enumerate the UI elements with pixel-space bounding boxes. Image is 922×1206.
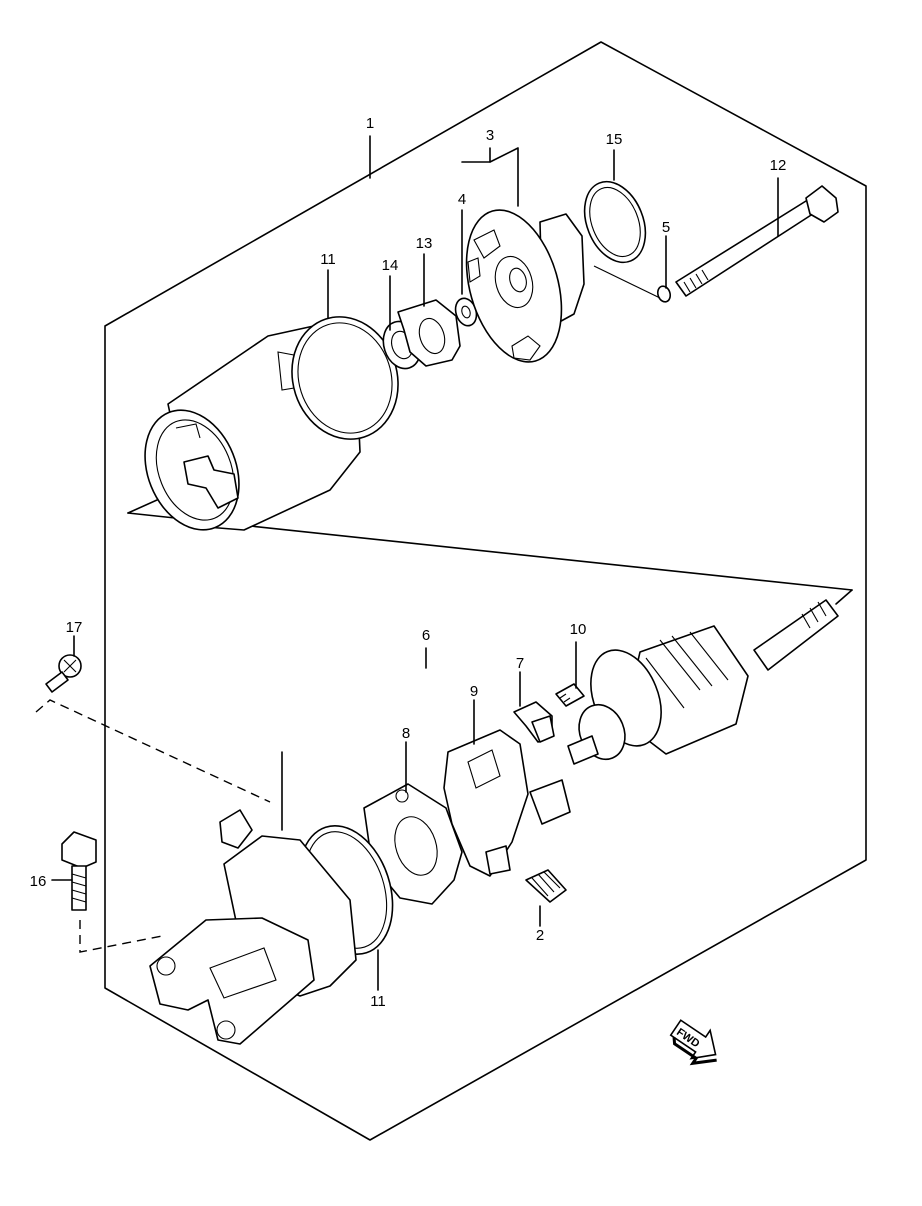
brush-7 bbox=[513, 701, 555, 743]
callout-12: 12 bbox=[770, 157, 787, 174]
callout-1: 1 bbox=[366, 115, 374, 132]
callout-8: 8 bbox=[402, 725, 410, 742]
callout-6: 6 bbox=[422, 627, 430, 644]
callout-11-bottom: 11 bbox=[370, 993, 386, 1010]
screw-10 bbox=[555, 683, 585, 707]
callout-13: 13 bbox=[416, 235, 433, 252]
o-ring-15 bbox=[583, 180, 647, 264]
front-housing bbox=[149, 809, 357, 1045]
o-ring-11-top bbox=[291, 316, 399, 440]
callout-11-top: 11 bbox=[320, 251, 336, 268]
end-cover-3 bbox=[465, 209, 585, 363]
callout-labels: 1 3 4 15 12 5 11 13 14 6 10 7 9 8 17 16 … bbox=[30, 115, 787, 1010]
alignment-lines bbox=[35, 699, 271, 953]
callout-16: 16 bbox=[30, 873, 47, 890]
screw-17 bbox=[45, 654, 82, 693]
brush-holder-9 bbox=[443, 729, 571, 877]
callout-7: 7 bbox=[516, 655, 524, 672]
callout-5: 5 bbox=[662, 219, 670, 236]
leader-lines bbox=[51, 135, 779, 991]
spring-2 bbox=[525, 869, 567, 903]
callout-4: 4 bbox=[458, 191, 466, 208]
callout-10: 10 bbox=[570, 621, 587, 638]
through-bolt-12 bbox=[675, 185, 839, 297]
callout-9: 9 bbox=[470, 683, 478, 700]
callout-14: 14 bbox=[382, 257, 399, 274]
fwd-arrow-icon: FWD bbox=[669, 1019, 717, 1066]
callout-17: 17 bbox=[66, 619, 83, 636]
washer-5 bbox=[656, 285, 672, 303]
plate-13 bbox=[397, 299, 461, 367]
bolt-16 bbox=[61, 831, 97, 911]
callout-2: 2 bbox=[536, 927, 544, 944]
callout-3: 3 bbox=[486, 127, 494, 144]
callout-15: 15 bbox=[606, 131, 623, 148]
armature bbox=[567, 599, 839, 765]
